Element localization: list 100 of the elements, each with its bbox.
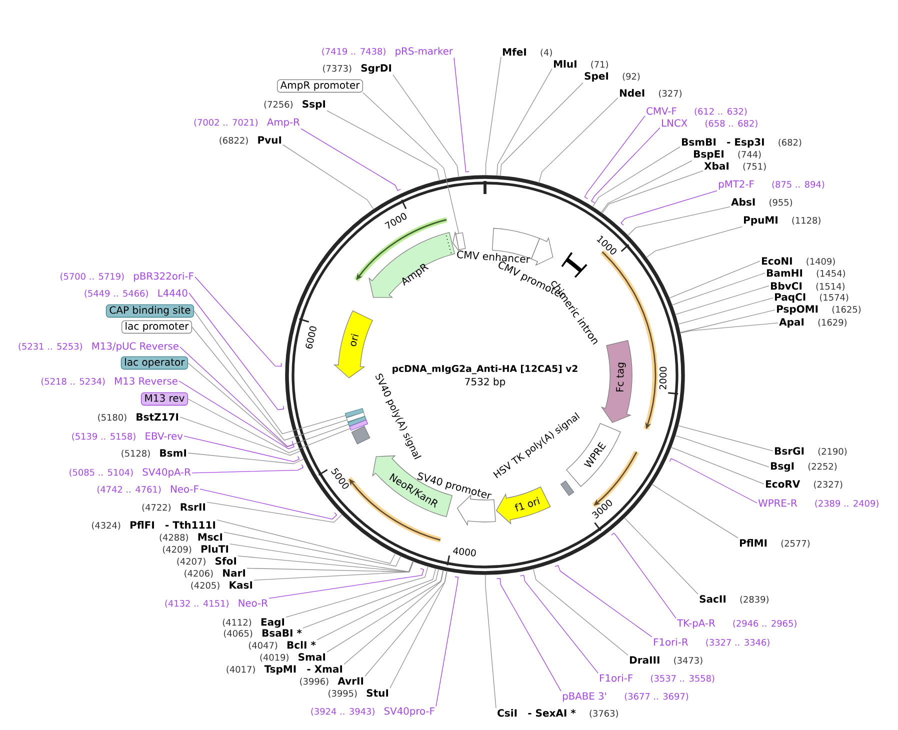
site-position: (6822): [220, 136, 248, 145]
primer-range: (5218 .. 5234): [41, 378, 105, 386]
site-position: (1629): [818, 318, 846, 327]
leader-line: [286, 566, 428, 618]
site-position: (4205): [191, 582, 220, 590]
enzyme-name: SspI: [302, 100, 326, 110]
leader-line: [206, 502, 343, 523]
site-position: (682): [778, 138, 802, 147]
primer-name: pBR322ori-F: [134, 272, 194, 282]
site-position: (3763): [590, 710, 618, 718]
site-position: (3995): [328, 690, 357, 698]
leader-line: [362, 92, 460, 234]
enzyme-name: MfeI: [503, 48, 526, 56]
site-position: (955): [770, 198, 792, 207]
leader-line: [624, 517, 698, 594]
leader-line: [390, 570, 448, 688]
primer-name: CMV-F: [646, 107, 676, 115]
feature-tag: lac promoter: [122, 320, 192, 334]
leader-line: [627, 206, 730, 236]
site-position: (3473): [674, 656, 702, 665]
feature-label: CMV enhancer: [457, 250, 530, 263]
leader-line: [611, 532, 676, 619]
feature-tag: M13 rev: [140, 392, 188, 406]
leader-line: [532, 568, 628, 656]
site-position: (71): [591, 60, 608, 69]
primer-range: (2946 .. 2965): [733, 620, 796, 628]
leader-line: [554, 565, 652, 638]
leader-line: [485, 56, 502, 176]
site-position: (2252): [808, 462, 837, 471]
primer-name: LNCX: [662, 119, 688, 127]
leader-line: [180, 346, 294, 448]
leader-line: [591, 127, 660, 204]
primer-name: F1ori-R: [654, 638, 688, 646]
enzyme-name: DraIII: [630, 656, 660, 664]
primer-name: pRS-marker: [396, 47, 453, 57]
feature-block: f1 ori: [496, 486, 551, 524]
leader-line: [668, 260, 760, 299]
scale-number: 6000: [306, 326, 316, 349]
primer-range: (5449 .. 5466): [84, 290, 148, 298]
leader-line: [496, 578, 562, 692]
primer-range: (4742 .. 4761): [97, 486, 161, 494]
enzyme-name: RsrII: [180, 503, 206, 511]
enzyme-name: SpeI: [584, 72, 608, 82]
enzyme-name: SfoI: [216, 557, 236, 565]
primer-range: (3327 .. 3346): [706, 638, 770, 647]
feature-mark: [349, 420, 368, 431]
site-position: (4722): [142, 504, 170, 512]
site-position: (5180): [98, 414, 126, 422]
primer-name: L4440: [158, 289, 188, 297]
enzyme-name: EcoRV: [766, 480, 800, 488]
enzyme-name: BsmBI: [682, 138, 716, 146]
promoter-mark: [452, 232, 466, 252]
site-position: (4065): [224, 630, 252, 638]
leader-line: [500, 82, 584, 176]
leader-line: [188, 452, 304, 464]
enzyme-name: PflMI: [740, 539, 767, 547]
leader-line: [188, 292, 284, 410]
leader-line: [302, 568, 436, 628]
enzyme-name: TspMI: [264, 665, 296, 675]
site-position: (327): [659, 90, 682, 98]
enzyme-name: AbsI: [731, 198, 755, 206]
feature-block: ori: [334, 310, 373, 378]
site-position: (1514): [816, 282, 844, 291]
primer-name: EBV-rev: [146, 432, 183, 440]
primer-range: (612 .. 632): [694, 108, 747, 116]
primer-range: (7419 .. 7438): [322, 48, 386, 56]
site-position: (4324): [92, 522, 120, 530]
feature-tag: AmpR promoter: [277, 79, 363, 93]
enzyme-name: BclI *: [287, 641, 316, 649]
site-position: (3996): [300, 678, 328, 686]
leader-line: [194, 276, 282, 367]
site-position: (7373): [323, 64, 352, 73]
enzyme-name: PvuI: [258, 136, 282, 144]
enzyme-name: StuI: [366, 689, 388, 697]
site-position: (4047): [248, 642, 278, 650]
enzyme-name: EcoNI: [762, 257, 792, 265]
leader-line: [194, 310, 346, 434]
primer-name: Neo-F: [171, 485, 198, 493]
primer-name: Neo-R: [238, 599, 268, 607]
site-position: (751): [743, 162, 766, 171]
leader-line: [680, 310, 776, 333]
primer-name: M13 Reverse: [115, 377, 178, 385]
primer-range: (7002 .. 7021): [194, 118, 258, 127]
site-position: (92): [622, 72, 640, 81]
enzyme-name: PflFI: [130, 521, 154, 529]
leader-line: [192, 326, 348, 441]
primer-range: (3537 .. 3558): [651, 674, 714, 683]
leader-line: [326, 110, 440, 182]
enzyme-name: BbvCI: [771, 282, 802, 290]
enzyme-name: SacII: [700, 595, 726, 603]
leader-line: [230, 544, 414, 572]
plasmid-name: pcDNA_mIgG2a_Anti-HA [12CA5] v2: [392, 364, 578, 374]
feature-block: Fc tag: [601, 340, 632, 423]
leader-line: [200, 488, 337, 520]
site-position: (4017): [226, 666, 255, 674]
leader-line: [674, 435, 770, 468]
leader-line: [238, 556, 414, 572]
site-position: (5128): [122, 450, 150, 458]
enzyme-name: EagI: [261, 618, 284, 628]
feature-mark: [344, 408, 364, 418]
